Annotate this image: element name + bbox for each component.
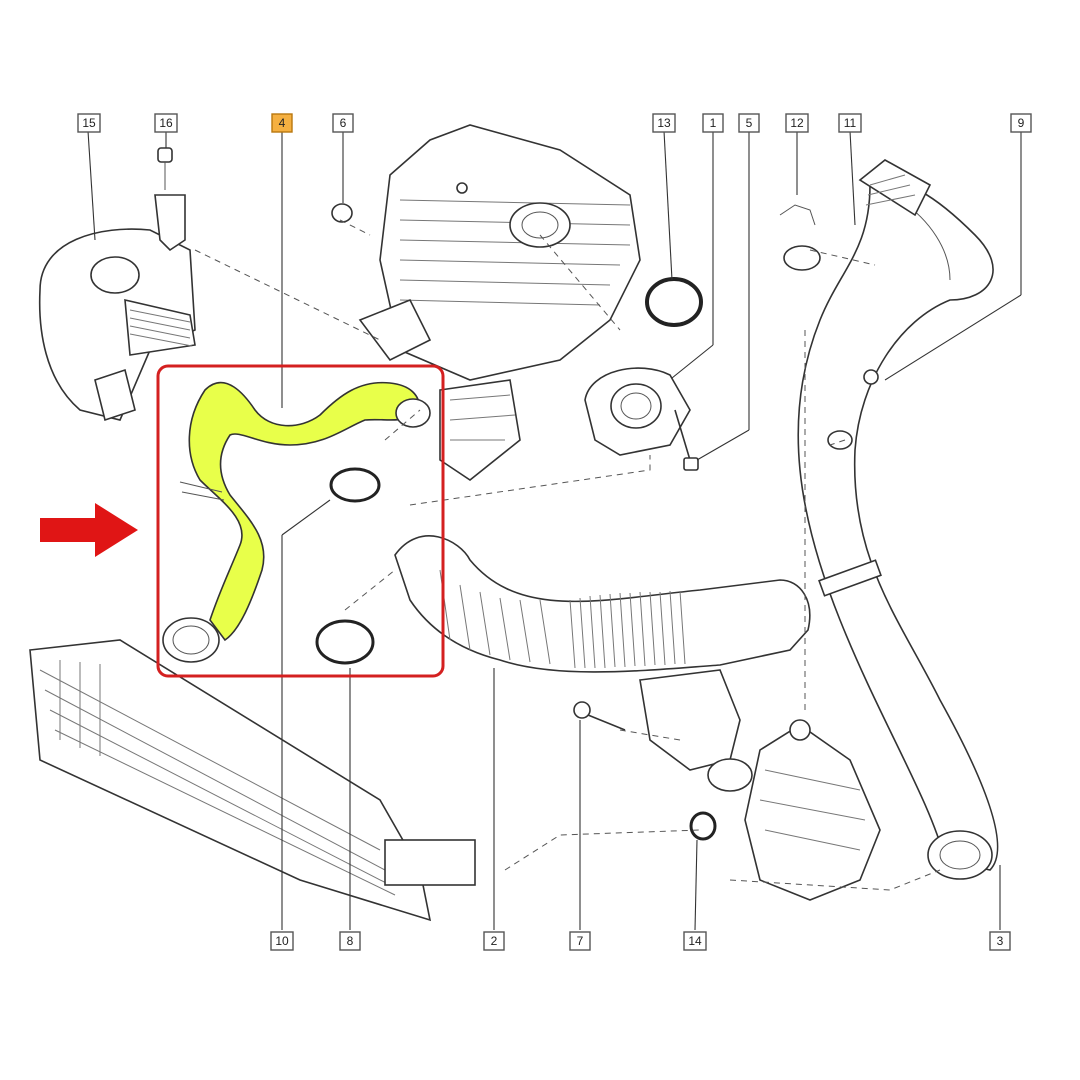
callout-6: 6 (332, 113, 354, 133)
svg-text:12: 12 (790, 116, 804, 130)
callout-4-highlighted: 4 (271, 113, 293, 133)
callout-13: 13 (652, 113, 676, 133)
leader-lines (87, 130, 1022, 931)
turbo (744, 719, 881, 901)
callout-9: 9 (1010, 113, 1032, 133)
callout-7: 7 (569, 931, 591, 951)
svg-text:4: 4 (279, 116, 286, 130)
adapter-1 (584, 367, 691, 456)
svg-text:11: 11 (844, 116, 857, 130)
bolt-16 (154, 147, 186, 252)
callout-14: 14 (683, 931, 707, 951)
callout-1: 1 (702, 113, 724, 133)
o-ring-13 (645, 277, 703, 327)
assembly-lines (194, 219, 941, 891)
bolt-7 (573, 701, 626, 731)
clamp-10 (329, 467, 381, 503)
svg-text:2: 2 (491, 934, 498, 948)
svg-text:7: 7 (577, 934, 584, 948)
callout-2: 2 (483, 931, 505, 951)
clamp-8 (315, 619, 375, 665)
callout-11: 11 (838, 113, 862, 133)
svg-text:9: 9 (1018, 116, 1025, 130)
red-arrow-icon (40, 503, 138, 557)
intercooler (29, 639, 476, 922)
svg-text:5: 5 (746, 116, 753, 130)
callout-10: 10 (270, 931, 294, 951)
svg-text:10: 10 (275, 934, 289, 948)
svg-text:16: 16 (159, 116, 173, 130)
svg-text:1: 1 (710, 116, 717, 130)
clip-12 (779, 204, 821, 271)
hose-3 (797, 159, 999, 880)
bolt-5 (674, 409, 699, 471)
svg-text:6: 6 (340, 116, 347, 130)
svg-text:3: 3 (997, 934, 1004, 948)
svg-text:14: 14 (688, 934, 702, 948)
engine-block (358, 124, 641, 481)
selection-frame (156, 364, 445, 678)
svg-text:15: 15 (82, 116, 96, 130)
plug-6 (331, 203, 353, 223)
callout-15: 15 (77, 113, 101, 133)
svg-text:13: 13 (657, 116, 671, 130)
callout-12: 12 (785, 113, 809, 133)
o-ring-14 (689, 811, 717, 841)
pipe-2 (394, 535, 811, 792)
svg-text:8: 8 (347, 934, 354, 948)
callout-16: 16 (154, 113, 178, 133)
callout-3: 3 (989, 931, 1011, 951)
hose-4-highlighted (162, 381, 431, 663)
air-duct-15 (38, 228, 196, 422)
callout-5: 5 (738, 113, 760, 133)
callout-8: 8 (339, 931, 361, 951)
